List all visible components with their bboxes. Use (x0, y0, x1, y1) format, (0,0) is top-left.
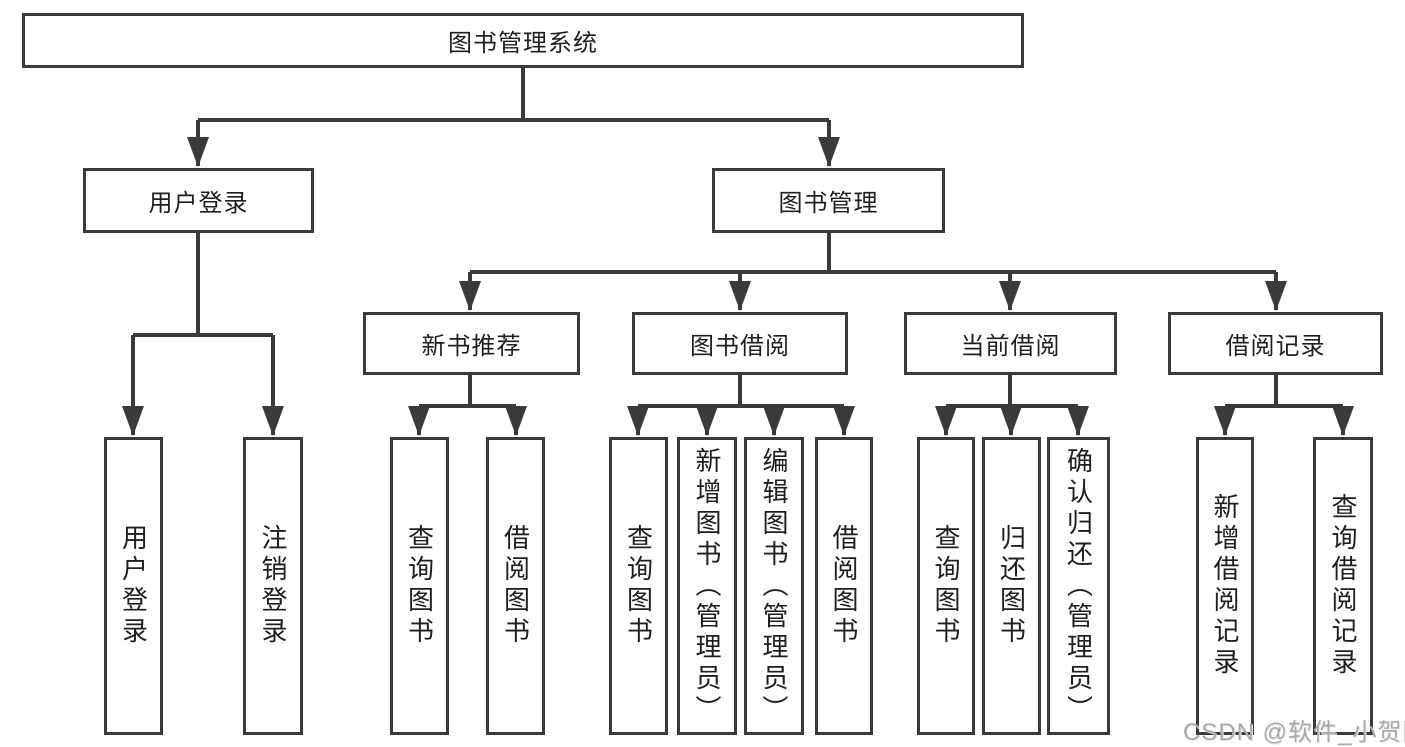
edge-current-to-leaves (935, 375, 1089, 436)
node-book-management-branch: 图书管理 (712, 168, 945, 233)
node-leaf-bb-borrow-books: 借阅图书 (815, 437, 873, 735)
node-leaf-logout: 注销登录 (243, 437, 303, 735)
node-leaf-rec-borrow-books: 借阅图书 (486, 437, 545, 735)
node-root-system: 图书管理系统 (22, 13, 1024, 68)
node-leaf-bb-edit-books-admin: 编辑图书（管理员） (744, 437, 804, 735)
node-new-book-recommendation: 新书推荐 (363, 312, 580, 375)
edge-login-to-leaves (122, 233, 284, 436)
node-leaf-cb-query-books: 查询图书 (917, 437, 975, 735)
edge-borrow-to-leaves (627, 375, 855, 436)
node-user-login-branch: 用户登录 (83, 168, 314, 233)
edge-root-to-level2 (187, 68, 840, 167)
node-leaf-rec-query-books: 查询图书 (390, 437, 449, 735)
node-current-borrowing: 当前借阅 (904, 312, 1117, 375)
node-leaf-bb-query-books: 查询图书 (609, 437, 668, 735)
node-leaf-user-login: 用户登录 (104, 437, 163, 735)
edge-records-to-leaves (1214, 375, 1354, 436)
edge-rec-to-leaves (408, 375, 527, 436)
node-leaf-cb-confirm-return-admin: 确认归还（管理员） (1047, 437, 1110, 735)
node-leaf-br-add-record: 新增借阅记录 (1196, 437, 1254, 735)
node-leaf-bb-add-books-admin: 新增图书（管理员） (677, 437, 737, 735)
edge-mgmt-to-level3 (459, 233, 1287, 311)
csdn-watermark: CSDN @软件_小贺同学 (1183, 719, 1405, 746)
node-leaf-br-query-record: 查询借阅记录 (1313, 437, 1373, 735)
node-book-borrowing: 图书借阅 (632, 312, 848, 375)
node-leaf-cb-return-books: 归还图书 (982, 437, 1041, 735)
node-borrowing-records: 借阅记录 (1168, 312, 1383, 375)
